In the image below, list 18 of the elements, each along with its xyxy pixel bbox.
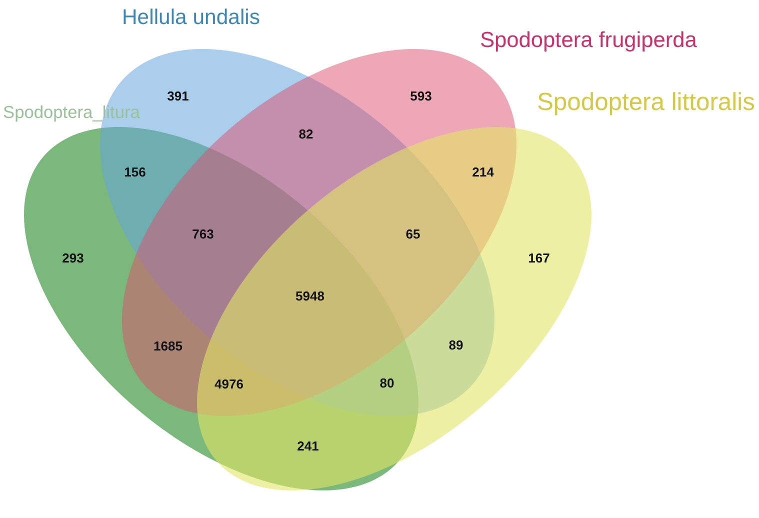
region-count: 214 [472,166,494,180]
region-count: 89 [448,338,464,354]
set-label: Spodoptera littoralis [536,88,755,118]
region-count: 80 [380,376,394,392]
region-count: 167 [528,252,550,266]
region-count: 763 [192,228,214,242]
region-count: 293 [62,252,84,266]
set-label: Hellula undalis [122,6,260,30]
region-count: 5948 [296,290,324,304]
region-count: 593 [410,90,432,104]
region-count: 65 [406,228,420,242]
region-count: 4976 [214,378,244,392]
set-label: Spodoptera frugiperda [480,27,697,53]
region-count: 241 [297,440,319,454]
region-count: 391 [167,90,189,104]
region-count: 156 [124,166,146,180]
region-count: 1685 [154,340,182,354]
region-count: 82 [298,128,314,142]
